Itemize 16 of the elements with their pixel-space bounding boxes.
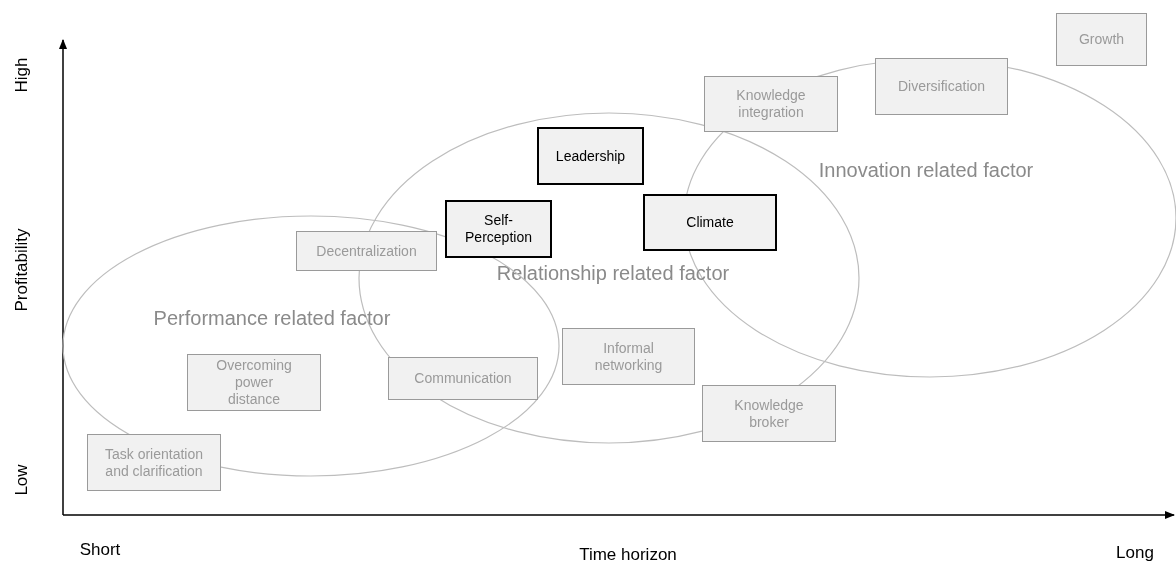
factor-box: Informal networking	[562, 328, 695, 385]
factor-box: Communication	[388, 357, 538, 400]
axis-level-label: Low	[12, 464, 32, 496]
factor-box: Overcoming power distance	[187, 354, 321, 411]
factor-label: Performance related factor	[153, 306, 391, 330]
axis-level-label: High	[12, 57, 32, 93]
factor-box: Growth	[1056, 13, 1147, 66]
axis-title: Time horizon	[579, 545, 677, 565]
factor-box: Knowledge broker	[702, 385, 836, 442]
factor-label: Innovation related factor	[818, 158, 1034, 182]
axis-level-label: Long	[1116, 543, 1154, 563]
highlighted-factor-box: Leadership	[537, 127, 644, 185]
factor-box: Task orientation and clarification	[87, 434, 221, 491]
axis-title: Profitability	[12, 228, 32, 312]
factor-label: Relationship related factor	[496, 261, 730, 285]
axis-level-label: Short	[79, 540, 121, 560]
